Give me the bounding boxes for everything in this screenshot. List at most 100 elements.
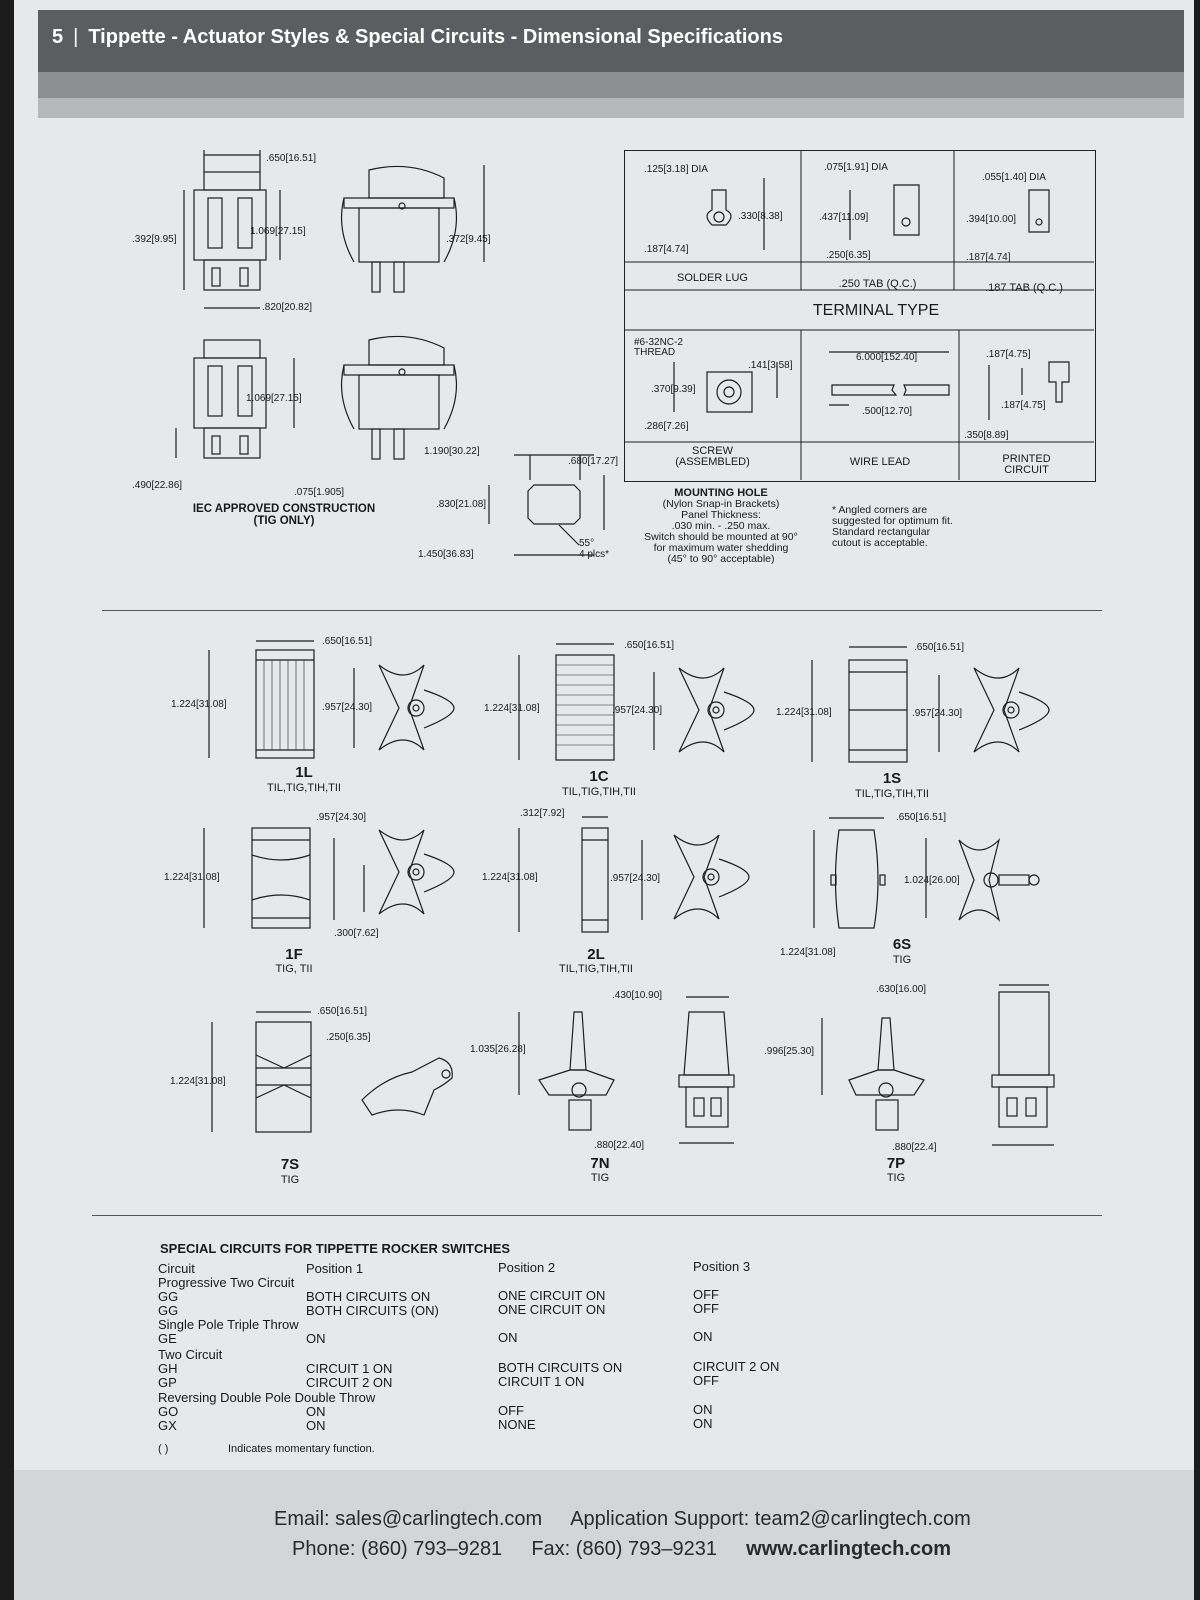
- dim-label: 1.224[31.08]: [776, 707, 832, 718]
- circuit-group: Progressive Two Circuit: [158, 1275, 295, 1290]
- actuator-code: 7N: [590, 1155, 610, 1172]
- terminal-type-title: TERMINAL TYPE: [812, 302, 940, 319]
- iec-switch-side-drawing: [340, 165, 485, 293]
- actuator-1s-drawing: [811, 646, 1050, 763]
- circuit-pos3: ON: [693, 1402, 713, 1417]
- circuit-code: GE: [158, 1331, 177, 1346]
- actuator-code: 1F: [285, 946, 303, 963]
- dim-label: .880[22.40]: [594, 1140, 645, 1151]
- tab-250-label: .250 TAB (Q.C.): [838, 278, 917, 290]
- actuator-code: 1S: [882, 770, 902, 787]
- mounting-hole-title: MOUNTING HOLE: [674, 487, 768, 499]
- circuit-code: GP: [158, 1375, 177, 1390]
- support-email-link[interactable]: team2@carlingtech.com: [754, 1508, 971, 1530]
- actuator-7p-drawing: [821, 984, 1055, 1146]
- actuator-models: TIL,TIG,TIH,TII: [562, 786, 636, 798]
- circuit-code: GG: [158, 1289, 179, 1304]
- dim-label: .996[25.30]: [764, 1046, 815, 1057]
- wire-lead-label: WIRE LEAD: [849, 456, 911, 468]
- legend-text: Indicates momentary function.: [228, 1443, 375, 1455]
- actuator-code: 1C: [589, 768, 609, 785]
- circuit-code: GX: [158, 1418, 177, 1433]
- tab-187-drawing: [1028, 189, 1050, 233]
- footer-contact-line1: Email: sales@carlingtech.com Application…: [274, 1508, 971, 1531]
- circuit-pos2: ONE CIRCUIT ON: [498, 1288, 606, 1303]
- circuit-pos2: NONE: [498, 1417, 536, 1432]
- circuit-group: Two Circuit: [158, 1347, 223, 1362]
- website-link[interactable]: www.carlingtech.com: [746, 1538, 952, 1560]
- angled-corners-note: * Angled corners are suggested for optim…: [832, 505, 953, 549]
- circuit-pos3: OFF: [693, 1373, 719, 1388]
- dim-label: .286[7.26]: [644, 421, 689, 432]
- circuit-code: GO: [158, 1404, 179, 1419]
- actuator-models: TIG: [886, 1172, 906, 1184]
- circuit-pos3: OFF: [693, 1301, 719, 1316]
- dim-label: .370[9.39]: [651, 384, 696, 395]
- dim-label: .437[11.09]: [819, 212, 869, 223]
- screw-label-line1: SCREW: [692, 445, 733, 457]
- dim-label: 6.000[152.40]: [856, 352, 918, 363]
- screw-label: SCREW (ASSEMBLED): [624, 446, 801, 468]
- dim-label: THREAD: [634, 347, 676, 358]
- actuator-6s-drawing: [813, 817, 1040, 929]
- tab-187-label: .187 TAB (Q.C.): [985, 282, 1063, 294]
- dim-label: .430[10.90]: [612, 990, 663, 1001]
- circuit-code: GH: [158, 1361, 178, 1376]
- printed-circuit-label-line1: PRINTED: [1002, 453, 1051, 465]
- screw-drawing: [673, 362, 778, 413]
- actuator-models: TIL,TIG,TIH,TII: [855, 788, 929, 800]
- dim-label: .392[9.95]: [132, 234, 177, 245]
- dim-label: .250[6.35]: [826, 250, 871, 261]
- circuit-pos2: CIRCUIT 1 ON: [498, 1374, 585, 1389]
- special-circuits-title: SPECIAL CIRCUITS FOR TIPPETTE ROCKER SWI…: [160, 1241, 511, 1256]
- circuit-pos1: BOTH CIRCUITS ON: [306, 1289, 431, 1304]
- header-bar: [38, 10, 1184, 72]
- circuit-pos3: OFF: [693, 1287, 719, 1302]
- dim-label: 1.224[31.08]: [484, 703, 540, 714]
- actuator-code: 1L: [295, 764, 313, 781]
- circuit-pos1: ON: [306, 1331, 326, 1346]
- actuator-2l-drawing: [518, 816, 750, 933]
- datasheet-page: 5|Tippette - Actuator Styles & Special C…: [14, 0, 1194, 1600]
- note-line: cutout is acceptable.: [832, 537, 928, 549]
- dim-label: .250[6.35]: [326, 1032, 371, 1043]
- footer: Email: sales@carlingtech.com Application…: [14, 1470, 1194, 1600]
- footer-contact-line2: Phone: (860) 793–9281 Fax: (860) 793–923…: [292, 1538, 951, 1561]
- wire-lead-drawing: [829, 351, 950, 406]
- mounting-line: .030 min. - .250 max.: [671, 520, 771, 532]
- dim-label: .630[16.00]: [876, 984, 927, 995]
- circuit-pos1: BOTH CIRCUITS (ON): [306, 1303, 439, 1318]
- actuator-1f-drawing: [203, 827, 455, 929]
- circuit-pos3: ON: [693, 1329, 713, 1344]
- note-line: Standard rectangular: [832, 526, 931, 538]
- header-separator: |: [73, 26, 79, 48]
- email-link[interactable]: sales@carlingtech.com: [335, 1508, 543, 1530]
- page-header: 5|Tippette - Actuator Styles & Special C…: [52, 26, 783, 49]
- dim-label: .312[7.92]: [520, 808, 565, 819]
- actuator-1l-drawing: [208, 640, 455, 759]
- mounting-line: (45° to 90° acceptable): [667, 553, 775, 565]
- dim-label: .141[3.58]: [748, 360, 793, 371]
- dim-label: .957[24.30]: [316, 812, 367, 823]
- page-title: Tippette - Actuator Styles & Special Cir…: [88, 26, 783, 48]
- mounting-line: Panel Thickness:: [681, 509, 761, 521]
- dim-label: .187[4.75]: [1001, 400, 1046, 411]
- dim-label: 1.069[27.15]: [246, 393, 302, 404]
- actuator-models: TIG: [590, 1172, 610, 1184]
- actuator-models: TIG: [280, 1174, 300, 1186]
- dim-label: 1.024[26.00]: [904, 875, 960, 886]
- dim-label: .680[17.27]: [568, 456, 619, 467]
- dim-label: .830[21.08]: [436, 499, 487, 510]
- dim-label: .187[4.74]: [966, 252, 1011, 263]
- iec-caption: IEC APPROVED CONSTRUCTION (TIG ONLY): [174, 503, 394, 527]
- fax-label: Fax:: [531, 1538, 571, 1560]
- dim-label: .500[12.70]: [862, 406, 913, 417]
- mounting-hole-drawing: [488, 454, 605, 556]
- dim-label: 1.224[31.08]: [171, 699, 227, 710]
- circuits-header-pos3: Position 3: [693, 1259, 751, 1274]
- dim-label: .372[9.45]: [446, 234, 491, 245]
- printed-circuit-drawing: [988, 361, 1070, 420]
- circuits-header-pos1: Position 1: [306, 1261, 364, 1276]
- note-line: * Angled corners are: [832, 504, 928, 516]
- mounting-line: (Nylon Snap-in Brackets): [662, 498, 780, 510]
